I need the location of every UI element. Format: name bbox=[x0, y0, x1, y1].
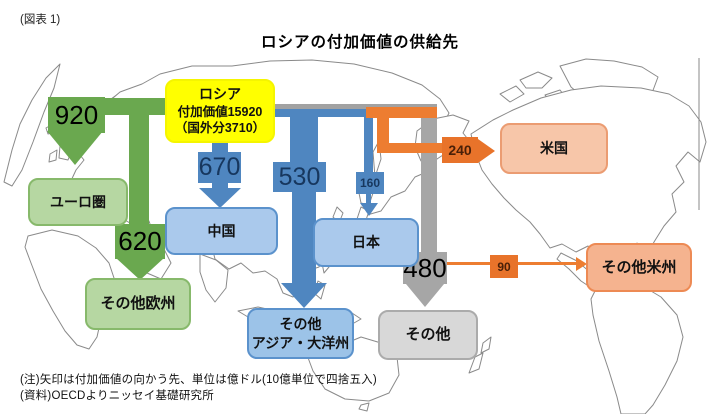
flow-line-japan-bottom bbox=[366, 194, 371, 204]
flow-shaft-other-asia-bottom bbox=[292, 192, 316, 284]
flow-value-other-americas: 90 bbox=[490, 255, 518, 278]
arrow-head-japan-icon bbox=[360, 203, 378, 216]
value-620: 620 bbox=[118, 226, 162, 256]
arrow-head-euro-icon bbox=[47, 131, 103, 165]
flow-value-other: 480 bbox=[403, 252, 447, 284]
flow-shaft-china-bottom bbox=[212, 183, 228, 189]
node-other-asia: その他 アジア・大洋州 bbox=[247, 308, 354, 359]
russia-total: 付加価値15920 bbox=[177, 104, 263, 119]
flow-value-other-asia: 530 bbox=[273, 162, 326, 192]
footnote-source: (資料)OECDよりニッセイ基礎研究所 bbox=[20, 390, 214, 402]
map-india bbox=[199, 253, 229, 303]
node-usa-label: 米国 bbox=[540, 140, 568, 157]
node-other-asia-line1: その他 bbox=[279, 316, 322, 333]
node-other-europe-label: その他欧州 bbox=[100, 295, 176, 313]
page-title: ロシアの付加価値の供給先 bbox=[260, 34, 459, 51]
russia-name: ロシア bbox=[199, 85, 241, 102]
arrow-head-other-asia-icon bbox=[281, 283, 327, 308]
map-new-zealand bbox=[468, 336, 492, 374]
value-240: 240 bbox=[448, 142, 472, 158]
node-other: その他 bbox=[378, 310, 478, 360]
map-norway-coast bbox=[3, 63, 61, 187]
arrow-head-other-europe-icon bbox=[116, 258, 164, 280]
flow-value-japan: 160 bbox=[356, 172, 384, 194]
map-tasmania bbox=[358, 402, 370, 412]
node-japan-label: 日本 bbox=[352, 234, 380, 251]
flow-value-euro: 920 bbox=[48, 97, 105, 133]
node-euro-area: ユーロ圏 bbox=[28, 178, 128, 226]
node-euro-area-label: ユーロ圏 bbox=[50, 193, 106, 210]
arrow-head-other-americas-icon bbox=[576, 257, 587, 271]
flow-bar-orange-low bbox=[377, 143, 443, 153]
figure-label: (図表 1) bbox=[20, 14, 61, 26]
flow-value-china: 670 bbox=[198, 152, 241, 183]
flow-bar-green-vertical bbox=[129, 114, 149, 226]
flow-bar-gray-vertical bbox=[421, 108, 437, 252]
flow-bar-orange-top bbox=[366, 107, 437, 118]
arrow-head-other-icon bbox=[406, 284, 444, 307]
value-160: 160 bbox=[359, 176, 381, 190]
node-other-europe: その他欧州 bbox=[85, 278, 191, 330]
node-other-label: その他 bbox=[405, 326, 451, 344]
arrow-head-china-icon bbox=[199, 188, 241, 208]
russia-foreign: （国外分3710） bbox=[174, 121, 266, 136]
value-670: 670 bbox=[198, 153, 241, 181]
node-russia: ロシア 付加価値15920 （国外分3710） bbox=[165, 79, 275, 143]
node-other-asia-line2: アジア・大洋州 bbox=[251, 334, 350, 351]
node-china-label: 中国 bbox=[207, 222, 236, 239]
node-other-americas-label: その他米州 bbox=[601, 258, 677, 276]
flow-value-other-europe: 620 bbox=[115, 224, 165, 259]
flow-shaft-china-top bbox=[212, 142, 228, 153]
node-japan: 日本 bbox=[313, 218, 419, 267]
node-other-americas: その他米州 bbox=[586, 243, 692, 292]
map-south-america bbox=[590, 280, 684, 414]
arrow-head-usa-icon bbox=[478, 139, 495, 163]
footnote-unit: (注)矢印は付加価値の向かう先、単位は億ドル(10億単位で四捨五入) bbox=[20, 374, 377, 386]
flow-bar-orange-vertical bbox=[377, 117, 389, 145]
value-90: 90 bbox=[497, 259, 511, 274]
flow-line-gray-horizontal bbox=[272, 104, 437, 109]
flow-line-japan-top bbox=[364, 117, 373, 172]
value-920: 920 bbox=[54, 99, 99, 130]
value-530: 530 bbox=[278, 162, 321, 191]
node-china: 中国 bbox=[165, 207, 278, 255]
flow-shaft-other-asia-top bbox=[290, 112, 318, 162]
flow-value-usa: 240 bbox=[442, 137, 478, 163]
flow-bar-blue-horizontal bbox=[272, 107, 375, 117]
node-usa: 米国 bbox=[500, 123, 608, 174]
